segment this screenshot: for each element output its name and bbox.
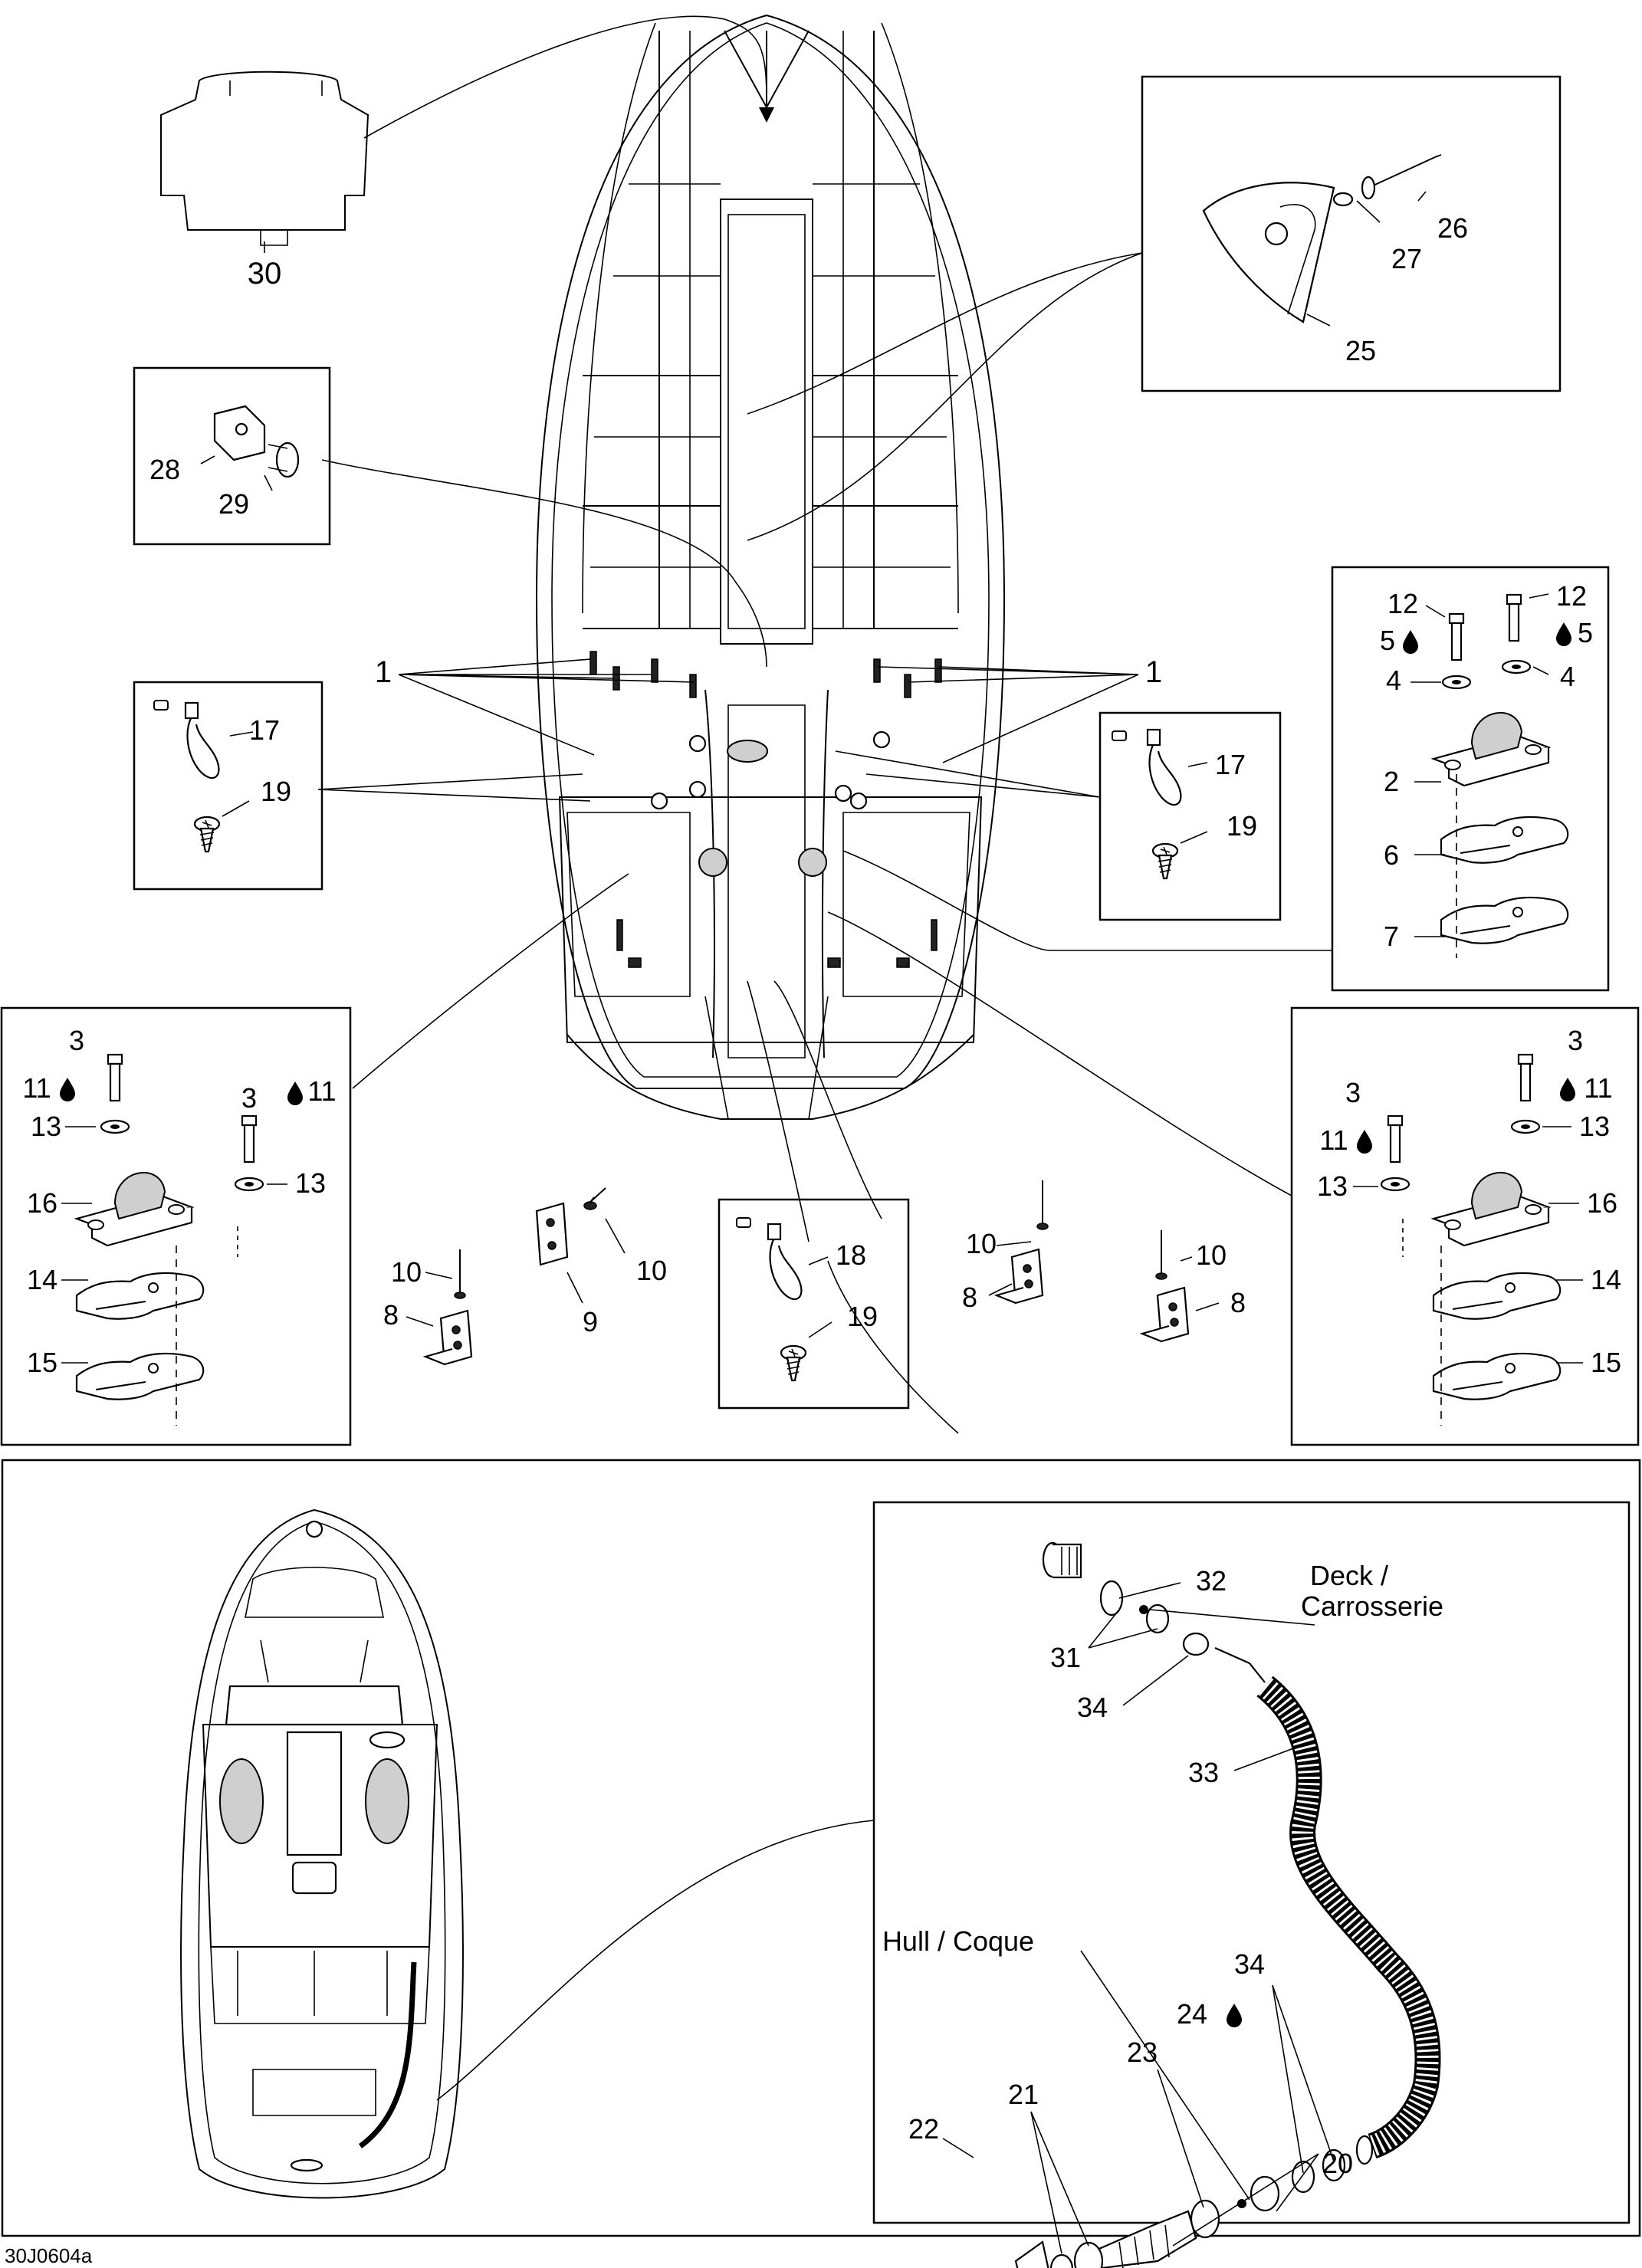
callout-5-a: 5: [1380, 625, 1395, 656]
callout-8-c: 8: [1230, 1287, 1246, 1318]
callout-23: 23: [1127, 2037, 1158, 2068]
callout-22: 22: [908, 2113, 939, 2145]
box-engine-mount-rear-right: 3 11 13 3 11 13 16 14 15: [1290, 1006, 1640, 1446]
callout-14-b: 14: [1591, 1264, 1621, 1295]
part-30-seat: 30: [160, 71, 369, 290]
callout-26: 26: [1437, 212, 1468, 244]
callout-5-b: 5: [1578, 617, 1593, 648]
callout-30: 30: [248, 257, 282, 290]
callout-24: 24: [1177, 1998, 1207, 2030]
deck-vent-section: Deck / Carrosserie 32 31 34 33 34 Hull /…: [1, 1459, 1641, 2268]
callout-13-a: 13: [31, 1111, 61, 1142]
callout-3-a: 3: [69, 1025, 84, 1056]
callout-6: 6: [1384, 839, 1399, 871]
callout-11-d: 11: [1319, 1124, 1348, 1156]
callout-1-left-label: 1: [375, 655, 392, 689]
adhesive-drop-icon: [1403, 630, 1418, 654]
callout-33: 33: [1188, 1757, 1219, 1788]
callout-10-b: 10: [636, 1255, 667, 1286]
drawing-code: 30J0604a: [5, 2244, 93, 2267]
callout-8-b: 8: [962, 1282, 977, 1313]
callout-16-a: 16: [27, 1187, 57, 1219]
label-deck-fr: Carrosserie: [1301, 1590, 1443, 1622]
box-17-19-right: 17 19: [1098, 711, 1282, 921]
callout-17-right: 17: [1215, 749, 1246, 780]
callout-21: 21: [1008, 2079, 1039, 2110]
callout-13-d: 13: [1317, 1170, 1348, 1202]
bracket-parts: 10 8 9 10 10 8 10 8: [383, 1180, 1246, 1366]
adhesive-drop-icon: [1227, 2004, 1242, 2027]
box-engine-mount-rear-left: 3 11 13 3 11 13 16 14 15: [0, 1006, 352, 1446]
callout-29: 29: [218, 488, 249, 520]
callout-1-left: 1: [375, 655, 695, 756]
callout-18: 18: [836, 1239, 866, 1271]
callout-12-a: 12: [1387, 588, 1418, 619]
callout-8-a: 8: [383, 1299, 399, 1331]
adhesive-drop-icon: [287, 1081, 303, 1105]
callout-13-c: 13: [1579, 1111, 1610, 1142]
adhesive-drop-icon: [1556, 622, 1571, 646]
callout-11-c: 11: [1584, 1072, 1612, 1104]
leader-lines: [317, 15, 1332, 1434]
callout-12-b: 12: [1556, 580, 1587, 612]
callout-10-c: 10: [966, 1228, 997, 1259]
callout-34-b: 34: [1234, 1948, 1265, 1980]
callout-11-b: 11: [307, 1075, 336, 1107]
callout-1-right-label: 1: [1145, 655, 1162, 689]
vent-callouts: Deck / Carrosserie 32 31 34 33 34 Hull /…: [882, 1560, 1443, 2254]
box-25-26-27: 26 27 25: [1141, 75, 1562, 392]
callout-4-a: 4: [1386, 665, 1401, 696]
callout-11-a: 11: [22, 1072, 51, 1104]
vent-hose-assembly: [1014, 1541, 1441, 2268]
box-17-19-left: 17 19: [133, 681, 323, 891]
callout-28: 28: [149, 454, 180, 485]
callout-3-b: 3: [241, 1082, 257, 1114]
callout-25: 25: [1345, 335, 1376, 366]
callout-20: 20: [1322, 2148, 1353, 2179]
adhesive-drop-icon: [1560, 1078, 1575, 1101]
callout-9: 9: [583, 1306, 598, 1337]
hull-top-view: [535, 14, 1006, 1120]
adhesive-drop-icon: [60, 1078, 75, 1101]
callout-19-right: 19: [1227, 810, 1257, 842]
callout-14-a: 14: [27, 1264, 57, 1295]
callout-1-right: 1: [877, 655, 1162, 763]
box-18-19-center: 18 19: [718, 1198, 910, 1410]
box-engine-mount-front: 12 12 5 5 4 4 2 6 7: [1331, 566, 1610, 992]
watercraft-top-view: [180, 1508, 464, 2199]
label-hull: Hull / Coque: [882, 1925, 1034, 1957]
callout-10-a: 10: [391, 1256, 422, 1288]
callout-15-b: 15: [1591, 1347, 1621, 1378]
callout-31: 31: [1050, 1642, 1081, 1673]
callout-3-c: 3: [1568, 1025, 1583, 1056]
callout-19-center: 19: [847, 1301, 878, 1332]
adhesive-drop-icon: [1357, 1130, 1372, 1154]
box-28-29: 28 29: [133, 366, 331, 546]
callout-27: 27: [1391, 243, 1422, 274]
callout-16-b: 16: [1587, 1187, 1617, 1219]
label-deck: Deck /: [1310, 1560, 1388, 1591]
callout-7: 7: [1384, 921, 1399, 952]
callout-3-d: 3: [1345, 1077, 1361, 1108]
callout-32: 32: [1196, 1565, 1227, 1597]
hull-ribs: [583, 183, 958, 629]
callout-17-left: 17: [249, 714, 280, 746]
callout-13-b: 13: [295, 1167, 326, 1199]
callout-19-left: 19: [261, 776, 291, 807]
callout-2: 2: [1384, 766, 1399, 797]
callout-10-d: 10: [1196, 1239, 1227, 1271]
callout-34-a: 34: [1077, 1692, 1108, 1723]
callout-15-a: 15: [27, 1347, 57, 1378]
callout-4-b: 4: [1560, 661, 1575, 692]
